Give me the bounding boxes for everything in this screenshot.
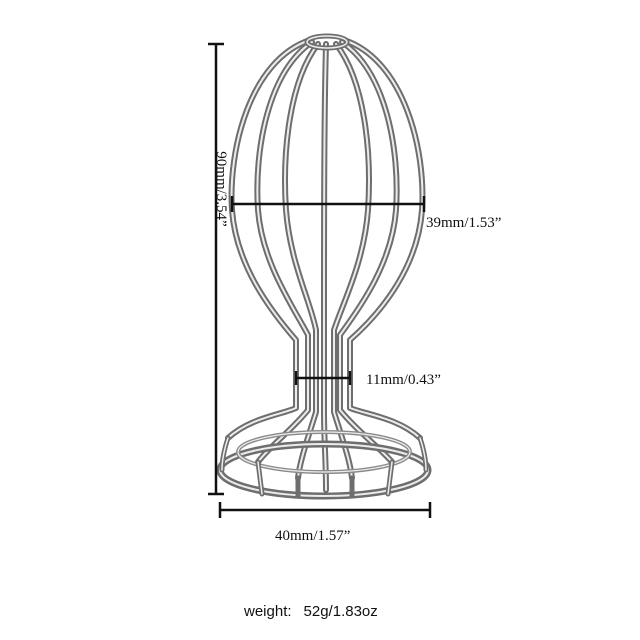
wire-cage bbox=[216, 33, 432, 500]
weight-label: weight: bbox=[244, 603, 292, 620]
width-label: 39mm/1.53” bbox=[426, 215, 502, 231]
neck-label: 11mm/0.43” bbox=[366, 372, 441, 388]
base-label: 40mm/1.57” bbox=[275, 528, 351, 544]
weight-value: 52g/1.83oz bbox=[303, 603, 378, 620]
height-label: 90mm/3.54” bbox=[213, 151, 229, 227]
cage-wire-inner-left bbox=[254, 39, 315, 465]
weight-info: weight: 52g/1.83oz bbox=[244, 603, 378, 621]
dimension-lines bbox=[208, 42, 432, 518]
